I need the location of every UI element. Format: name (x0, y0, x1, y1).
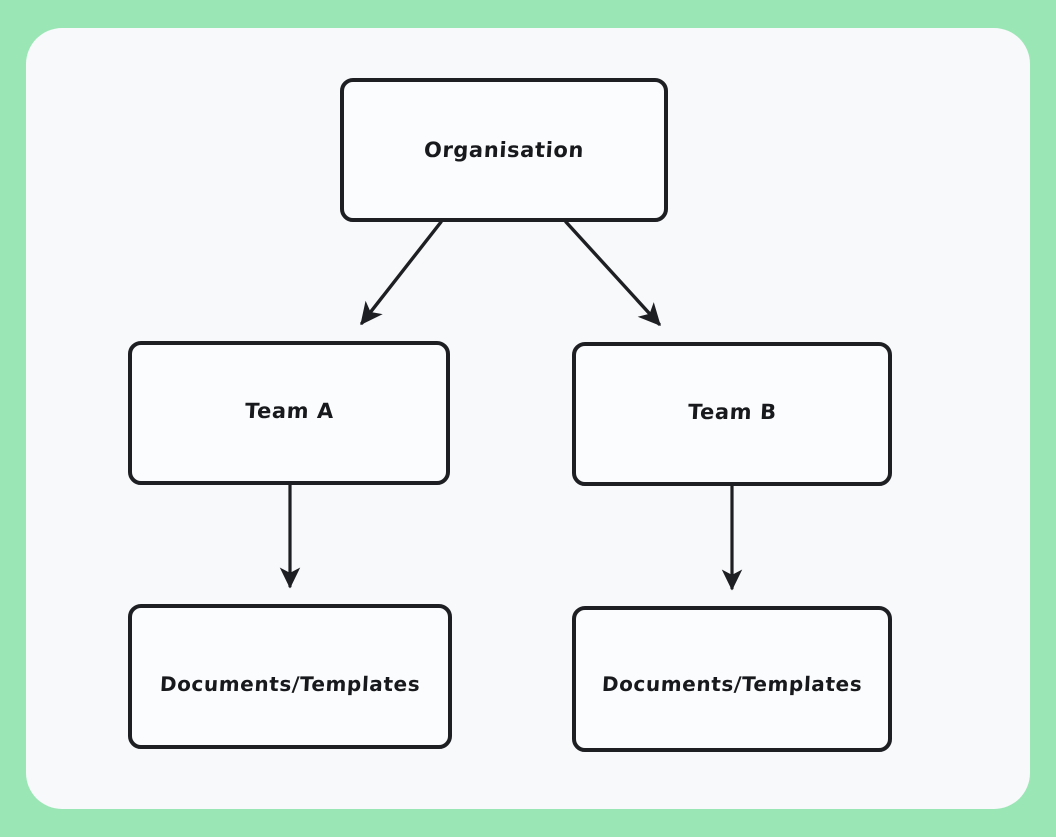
node-team-a[interactable]: Team A (128, 341, 450, 485)
node-team-b-label: Team B (686, 400, 778, 424)
node-documents-templates-b[interactable]: Documents/Templates (572, 606, 892, 752)
node-team-a-label: Team A (243, 399, 335, 423)
edge-organisation-to-team-b (564, 220, 661, 327)
node-documents-templates-a-label: Documents/Templates (159, 671, 421, 696)
node-team-b[interactable]: Team B (572, 342, 892, 486)
edge-organisation-to-team-a (360, 220, 443, 326)
node-documents-templates-b-label: Documents/Templates (601, 672, 863, 696)
node-organisation[interactable]: Organisation (340, 78, 668, 222)
node-organisation-label: Organisation (423, 138, 585, 162)
node-documents-templates-a[interactable]: Documents/Templates (128, 604, 452, 749)
